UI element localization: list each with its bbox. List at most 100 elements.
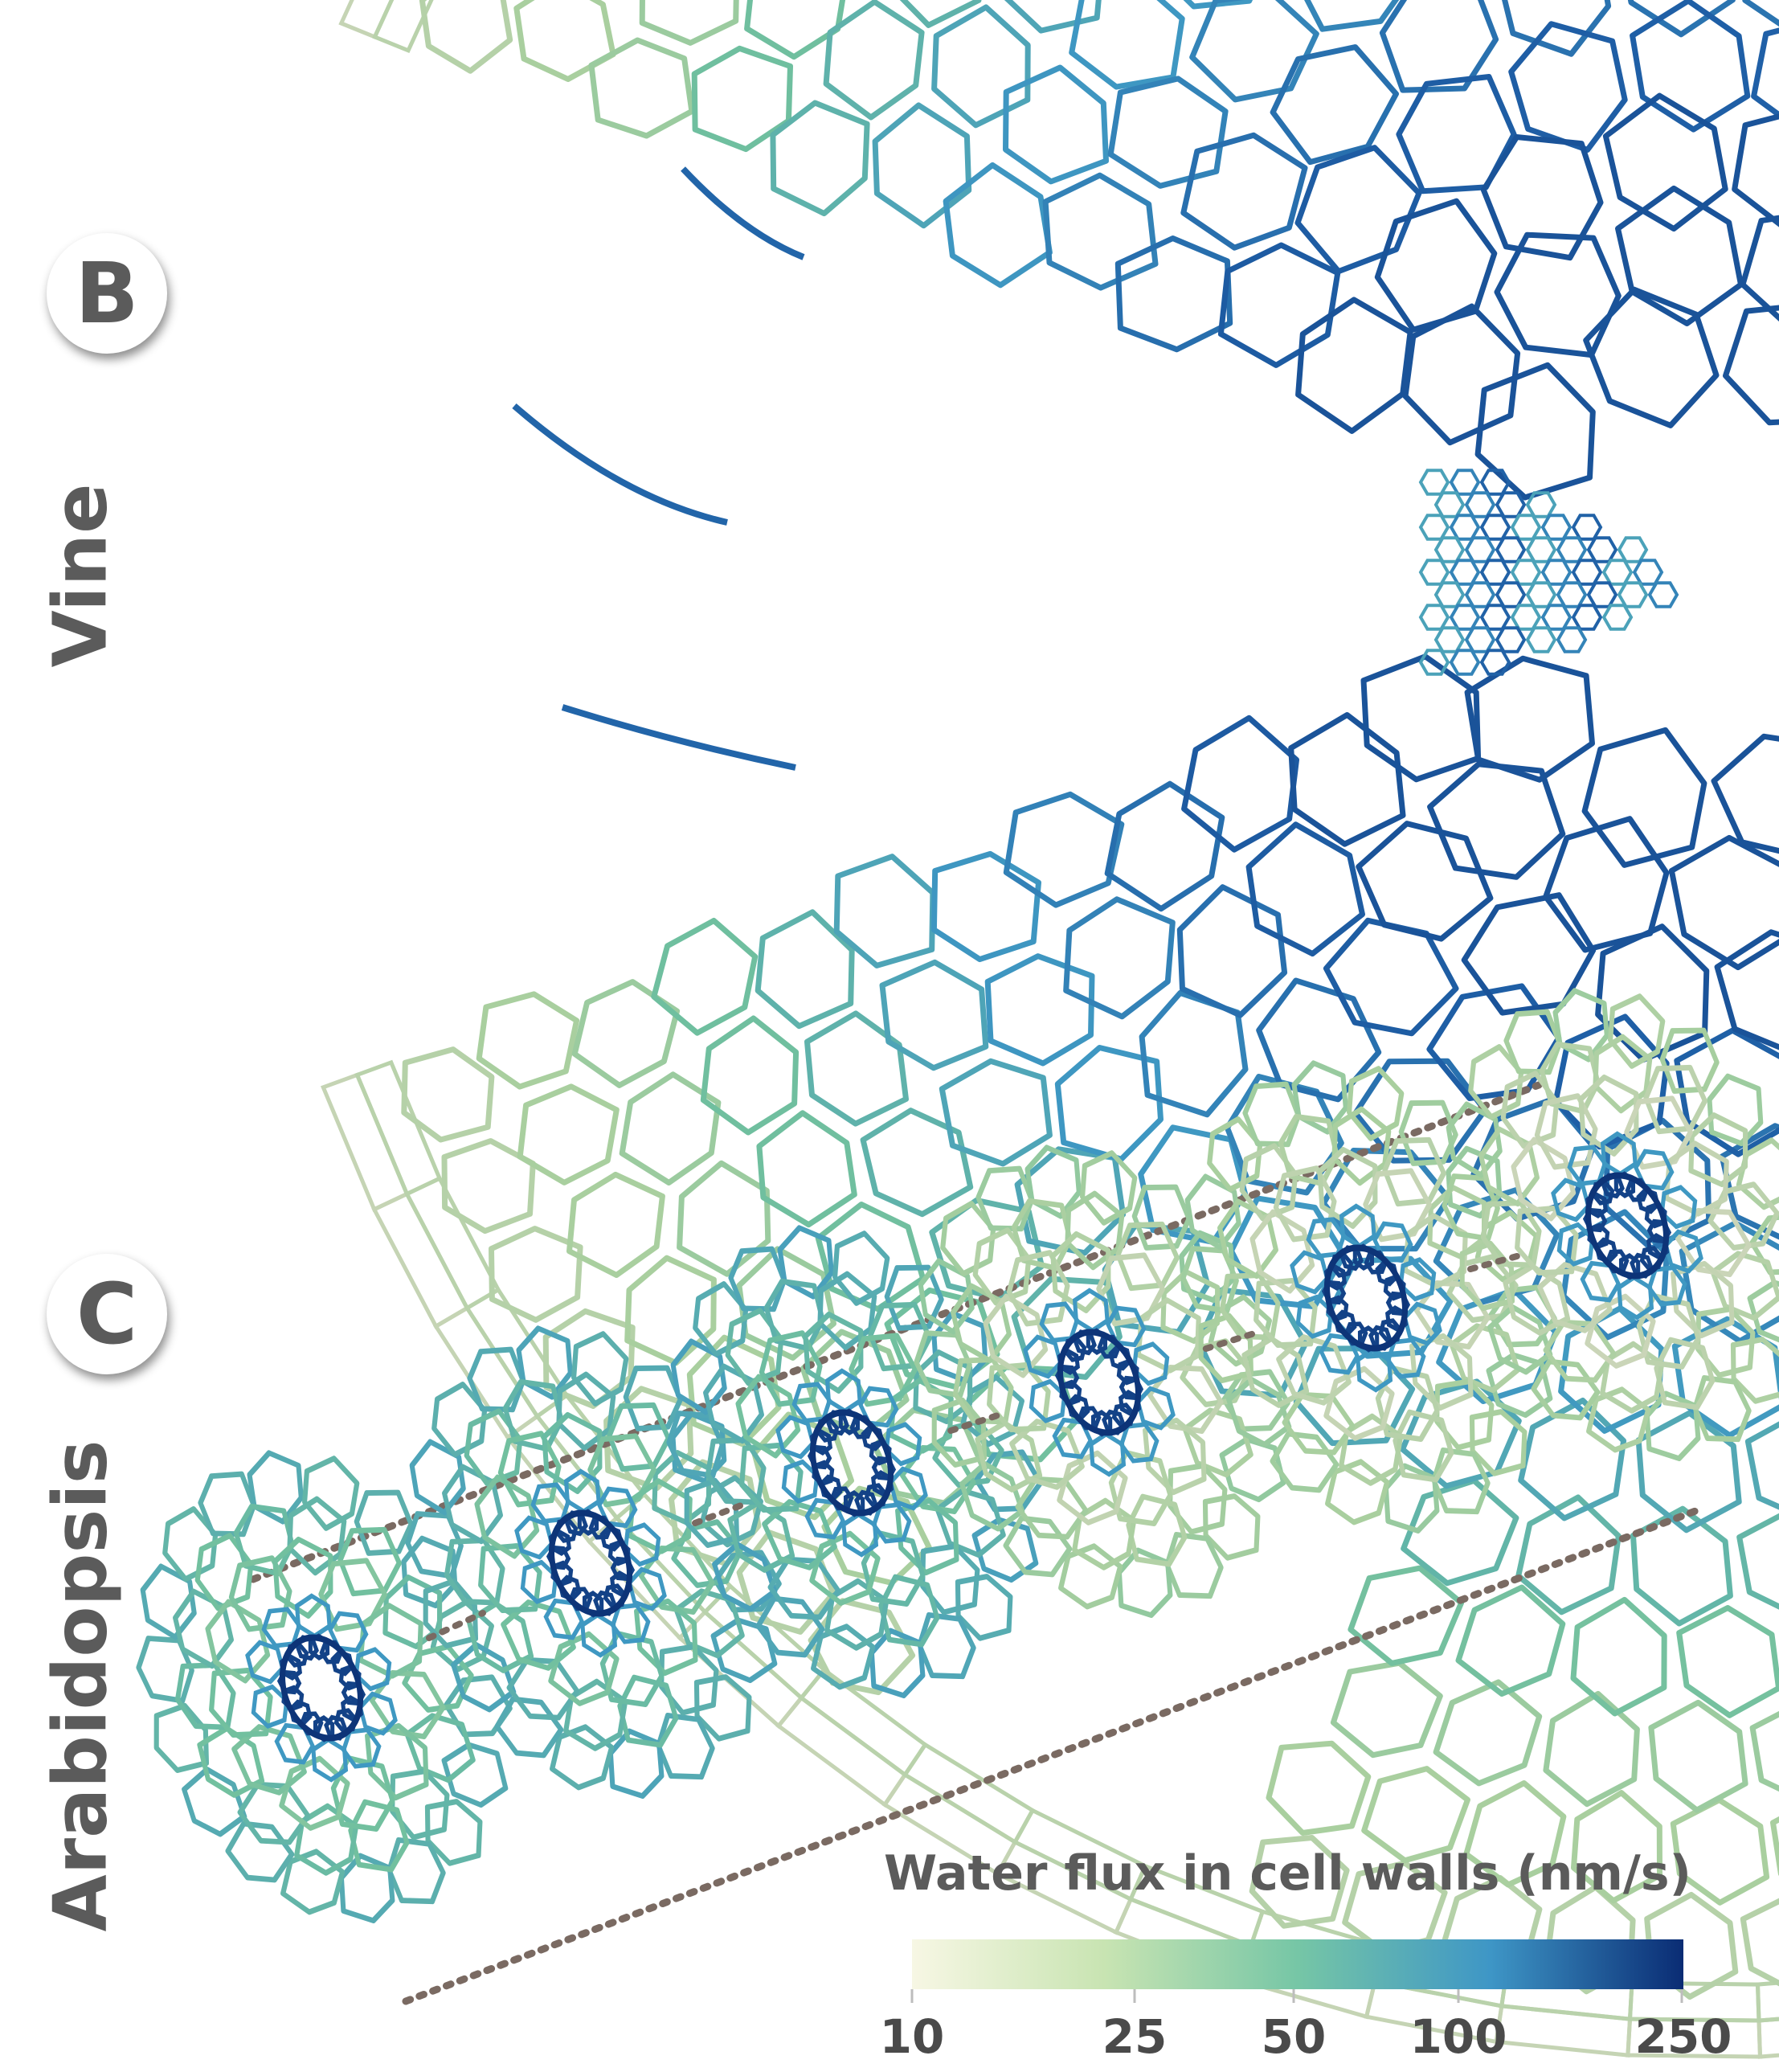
vine-cell [476,991,580,1090]
cortex-cell [1331,1106,1392,1186]
cortex-cell [693,1281,749,1357]
cortex-cell [140,1563,197,1640]
cortex-cell [1323,1366,1395,1441]
arabidopsis-section [666,1225,1043,1699]
cortex-cell [1273,1165,1337,1243]
cortex-cell [1593,1034,1653,1114]
cortex-cell [1208,1294,1272,1367]
vine-cell [1480,134,1604,261]
vine-xylem-cell [1510,559,1542,586]
cortex-cell [431,1382,488,1458]
vine-xylem-cell [1495,626,1527,653]
cortex-cell [464,1408,523,1487]
cortex-cell [728,1246,787,1312]
vine-xylem-cell [1540,604,1572,631]
vine-cell [1463,1780,1567,1888]
cortex-cell [934,1488,1006,1558]
epidermis-cell [354,1059,443,1197]
vine-xylem-cell [1556,536,1588,563]
vine-cell [686,1334,782,1448]
cortex-cell [1643,1064,1707,1135]
cortex-cell [1480,1200,1542,1268]
vine-cell [1508,21,1628,153]
vine-xylem-cell [1556,626,1588,653]
vine-xylem-cell [1632,559,1664,586]
vine-cell [1183,0,1253,10]
vine-cell [1402,303,1521,446]
cortex-cell [673,1588,745,1659]
cortex-cell [712,1541,778,1612]
cortex-cell [1675,1207,1752,1278]
cortex-cell [1050,1231,1111,1313]
stele-ring [1585,1172,1670,1280]
vine-cell [899,0,982,28]
vine-cell [619,1071,722,1185]
cortex-cell [1511,1136,1577,1222]
vine-cell [1711,733,1779,854]
vine-cell [804,1010,909,1127]
cortex-cell [861,1529,926,1607]
vine-xylem-cell [1495,581,1527,608]
vine-xylem-cell [1418,514,1450,541]
vine-xylem-cell [1449,469,1481,496]
cortex-cell [1135,1297,1201,1374]
cortex-cell [959,1460,1025,1532]
cortex-cell [1534,1093,1598,1170]
cortex-cell [1143,1417,1207,1496]
vine-cell [1003,791,1125,908]
vine-cell [588,37,695,139]
cortex-cell [1663,1140,1729,1217]
vine-cell [419,0,513,74]
cortex-cell [703,1363,764,1444]
vine-cell [1063,896,1176,1020]
cortex-cell [656,1712,715,1780]
cortex-cell [755,1595,825,1658]
vine-cell [1723,305,1779,426]
vine-cell [1714,929,1779,1050]
endodermis-cell [1131,1341,1170,1386]
vine-xylem-cell [1449,604,1481,631]
cortex-cell [542,1411,603,1494]
epidermis-cell [372,0,434,54]
vine-cell [1740,215,1779,322]
vine-cell [571,979,681,1088]
cortex-cell [735,1374,801,1459]
cortex-cell [1072,1497,1137,1570]
vine-cell [1583,286,1720,428]
vine-cell [1571,1790,1662,1904]
cortex-cell [1692,1374,1752,1443]
vine-xylem-cell [1418,559,1450,586]
cortex-cell [1487,1304,1553,1375]
cortex-cell [1707,1073,1764,1147]
vine-cell [1570,1596,1667,1717]
vine-cell [1740,1898,1779,1987]
cortex-cell [563,1678,628,1751]
cortex-cell [759,1330,823,1407]
vine-cell [984,953,1095,1067]
vine-cell [1464,655,1595,783]
vine-cell [677,1160,771,1277]
vine-cross-section [320,0,1779,2059]
cortex-cell [1291,1060,1348,1135]
cortex-cell [587,1433,656,1508]
vine-xylem-cell [1464,581,1496,608]
vine-xylem-cell [1449,559,1481,586]
vine-xylem-cell [1617,536,1649,563]
vine-xylem-cell [1601,604,1634,631]
epidermis-cell [338,0,395,40]
cortex-cell [1442,1173,1500,1242]
colorbar-tick-label: 10 [879,2009,945,2064]
vine-cell [736,1246,836,1361]
cortex-cell [1057,1450,1128,1525]
stele-ring [279,1634,364,1742]
cortex-cell [884,1264,944,1331]
cortex-cell [294,1803,359,1876]
cortex-cell [917,1611,976,1680]
cortex-cell [1654,1337,1716,1411]
vine-cell [1676,1605,1779,1718]
cortex-cell [1500,1071,1560,1149]
vine-cell [1249,1835,1350,1929]
arabidopsis-center-axis [426,1251,1526,1641]
cortex-cell [1382,1136,1446,1207]
